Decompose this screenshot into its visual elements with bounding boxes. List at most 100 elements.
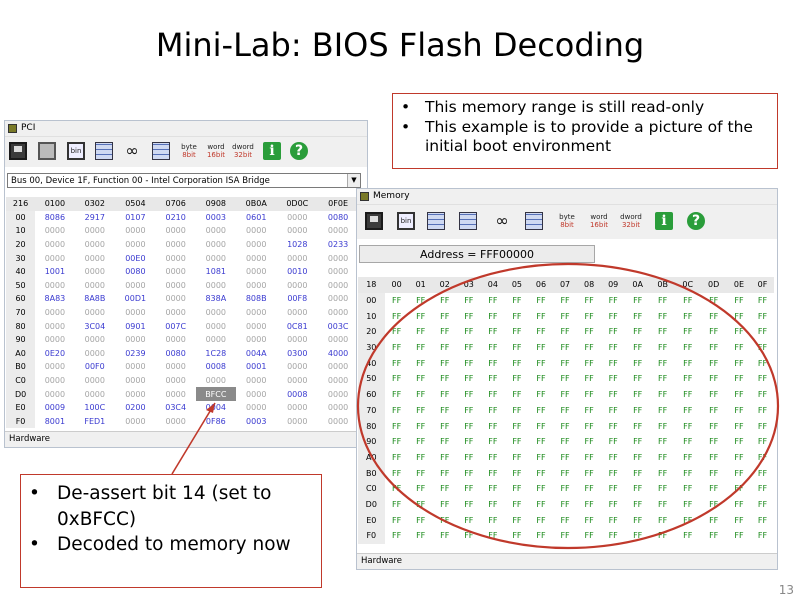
table-cell[interactable]: 0000 — [327, 376, 349, 386]
save-button[interactable] — [363, 210, 385, 232]
table-view-button[interactable] — [150, 140, 172, 162]
table-cell[interactable]: FF — [683, 311, 693, 321]
table-cell[interactable]: 0000 — [165, 267, 186, 277]
table-cell[interactable]: FF — [608, 437, 618, 447]
column-header[interactable]: 06 — [528, 277, 554, 293]
table-cell[interactable]: FF — [392, 437, 402, 447]
table-cell[interactable]: 0000 — [246, 253, 267, 263]
table-cell[interactable]: FF — [608, 452, 618, 462]
column-header[interactable]: 01 — [408, 277, 433, 293]
column-header[interactable]: 0B — [650, 277, 676, 293]
table-cell[interactable]: FF — [658, 515, 668, 525]
table-cell[interactable]: 0300 — [287, 348, 308, 358]
table-cell[interactable]: FF — [440, 358, 450, 368]
table-cell[interactable]: FF — [658, 452, 668, 462]
table-cell[interactable]: 8086 — [44, 212, 66, 222]
table-cell[interactable]: 0000 — [165, 253, 186, 263]
table-cell[interactable]: FF — [536, 327, 546, 337]
table-cell[interactable]: FF — [709, 499, 719, 509]
table-cell[interactable]: 00E0 — [125, 253, 146, 263]
column-header[interactable]: 08 — [577, 277, 602, 293]
table-cell[interactable]: FF — [512, 421, 522, 431]
table-cell[interactable]: 0000 — [205, 376, 226, 386]
table-cell[interactable]: 0000 — [84, 267, 105, 277]
table-cell[interactable]: 0000 — [125, 308, 146, 318]
table-cell[interactable]: FF — [757, 374, 768, 384]
table-cell[interactable]: 0000 — [246, 308, 267, 318]
table-cell[interactable]: FF — [392, 531, 402, 541]
address-button[interactable]: Address = FFF00000 — [359, 245, 595, 263]
table-cell[interactable]: 0000 — [125, 240, 146, 250]
table-cell[interactable]: 0000 — [205, 335, 226, 345]
table-cell[interactable]: FF — [464, 421, 474, 431]
table-cell[interactable]: 0000 — [84, 335, 105, 345]
copy-button[interactable] — [36, 140, 58, 162]
table-cell[interactable]: FF — [658, 390, 668, 400]
table-cell[interactable]: FF — [488, 421, 498, 431]
table-cell[interactable]: 0000 — [44, 321, 66, 331]
table-cell[interactable]: FF — [757, 531, 768, 541]
table-cell[interactable]: FF — [512, 437, 522, 447]
table-cell[interactable]: 100C — [84, 403, 106, 413]
table-cell[interactable]: FF — [757, 437, 768, 447]
table-cell[interactable]: FF — [683, 421, 693, 431]
table-cell[interactable]: FF — [584, 327, 594, 337]
table-cell[interactable]: FF — [488, 311, 498, 321]
table-cell[interactable]: 0000 — [165, 389, 186, 399]
table-cell[interactable]: FF — [536, 468, 546, 478]
table-cell[interactable]: FF — [683, 452, 693, 462]
column-header[interactable]: 05 — [504, 277, 529, 293]
table-cell[interactable]: FF — [440, 452, 450, 462]
table-cell[interactable]: FF — [560, 499, 570, 509]
table-cell[interactable]: FF — [512, 374, 522, 384]
table-cell[interactable]: FF — [464, 452, 474, 462]
table-cell[interactable]: 0000 — [84, 308, 105, 318]
table-cell[interactable]: 0000 — [287, 376, 308, 386]
table-cell[interactable]: FF — [658, 421, 668, 431]
column-header[interactable]: 0C — [675, 277, 701, 293]
column-header[interactable]: 0E — [726, 277, 751, 293]
table-cell[interactable]: FF — [440, 499, 450, 509]
table-cell[interactable]: FF — [440, 531, 450, 541]
table-cell[interactable]: FF — [658, 405, 668, 415]
table-cell[interactable]: FF — [392, 405, 402, 415]
table-cell[interactable]: FF — [416, 452, 426, 462]
table-cell[interactable]: FF — [464, 515, 474, 525]
table-cell[interactable]: FF — [683, 374, 693, 384]
table-cell[interactable]: FF — [683, 390, 693, 400]
table-cell[interactable]: 0000 — [246, 376, 267, 386]
table-cell[interactable]: FF — [512, 358, 522, 368]
column-header[interactable]: 0F — [750, 277, 774, 293]
table-cell[interactable]: FF — [709, 358, 719, 368]
table-cell[interactable]: FF — [416, 484, 426, 494]
table-cell[interactable]: BFCC — [195, 387, 237, 401]
table-cell[interactable]: 0000 — [327, 267, 349, 277]
table-cell[interactable]: FF — [633, 343, 643, 353]
table-cell[interactable]: 0008 — [205, 362, 226, 372]
table-cell[interactable]: FF — [734, 437, 744, 447]
column-header[interactable]: 0D — [700, 277, 727, 293]
table-cell[interactable]: 0000 — [287, 308, 308, 318]
column-header[interactable]: 07 — [553, 277, 578, 293]
table-cell[interactable]: 00F8 — [287, 294, 308, 304]
info-button[interactable]: i — [653, 210, 675, 232]
column-header[interactable]: 0100 — [35, 197, 75, 211]
table-cell[interactable]: FF — [608, 421, 618, 431]
column-header[interactable]: 0908 — [195, 197, 237, 211]
table-cell[interactable]: 0080 — [125, 267, 146, 277]
table-cell[interactable]: 0000 — [84, 253, 105, 263]
table-cell[interactable]: 838A — [205, 294, 227, 304]
table-cell[interactable]: FF — [416, 296, 426, 306]
table-cell[interactable]: FF — [633, 531, 643, 541]
table-cell[interactable]: FF — [416, 531, 426, 541]
table-cell[interactable]: 0000 — [327, 403, 349, 413]
table-cell[interactable]: FF — [709, 327, 719, 337]
table-cell[interactable]: FF — [584, 343, 594, 353]
table-cell[interactable]: FF — [633, 374, 643, 384]
table-cell[interactable]: 0000 — [327, 253, 349, 263]
table-cell[interactable]: 0000 — [287, 335, 308, 345]
